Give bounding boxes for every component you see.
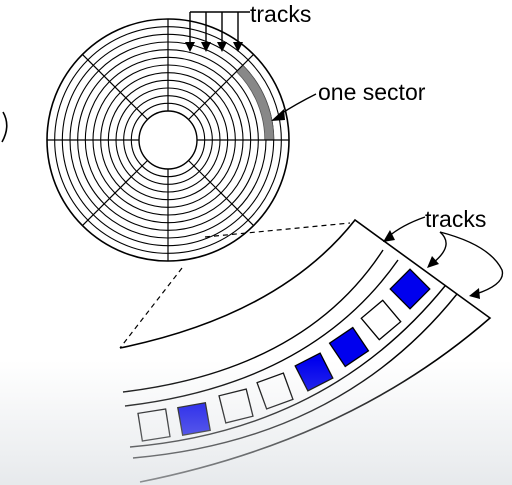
sector-boundary: [188, 54, 254, 120]
sector-pointer-line: [278, 93, 317, 116]
zoomed-track-border-3: [129, 285, 446, 448]
empty-cell: [360, 299, 402, 341]
empty-cell: [256, 372, 294, 410]
empty-cell: [218, 388, 254, 424]
zoomed-sector-cells: [137, 268, 431, 442]
tracks-arrowhead-3: [469, 288, 480, 299]
sector-label: one sector: [271, 79, 426, 121]
tracks-zoom-label: tracks: [425, 206, 486, 232]
filled-cell: [328, 326, 370, 368]
tracks-arrowhead-2: [427, 256, 439, 268]
zoomed-sector-outline: [119, 218, 492, 483]
tracks-label-top: tracks: [185, 1, 311, 52]
disk-platter: [46, 18, 290, 262]
zoomed-track-border-4: [132, 293, 458, 459]
spindle-hole: [138, 110, 198, 170]
empty-cell: [137, 408, 171, 442]
zoomed-track-border-2: [124, 259, 399, 407]
tracks-pointer-3: [439, 231, 504, 295]
edge-fragment: [1, 111, 8, 143]
tracks-bracket: [189, 11, 250, 44]
zoomed-sector: [119, 218, 492, 483]
tracks-arrowhead-1: [383, 230, 395, 242]
sector-boundary: [188, 160, 254, 226]
sector-arrowhead: [271, 109, 285, 121]
tracks-pointer-2: [432, 231, 447, 264]
tracks-label: tracks: [250, 1, 311, 27]
tracks-label-zoom: tracks: [383, 206, 504, 299]
filled-cell: [389, 268, 431, 310]
tracks-arrowheads: [185, 42, 243, 52]
sector-boundary: [82, 160, 148, 226]
zoomed-track-border-1: [122, 249, 384, 393]
one-sector-label: one sector: [318, 79, 426, 105]
filled-cell: [294, 352, 334, 392]
zoom-projection-lines: [119, 222, 351, 349]
sector-lines: [47, 19, 289, 261]
filled-cell: [177, 402, 211, 436]
tracks-pointer-1: [387, 216, 426, 238]
sector-boundary: [82, 54, 148, 120]
